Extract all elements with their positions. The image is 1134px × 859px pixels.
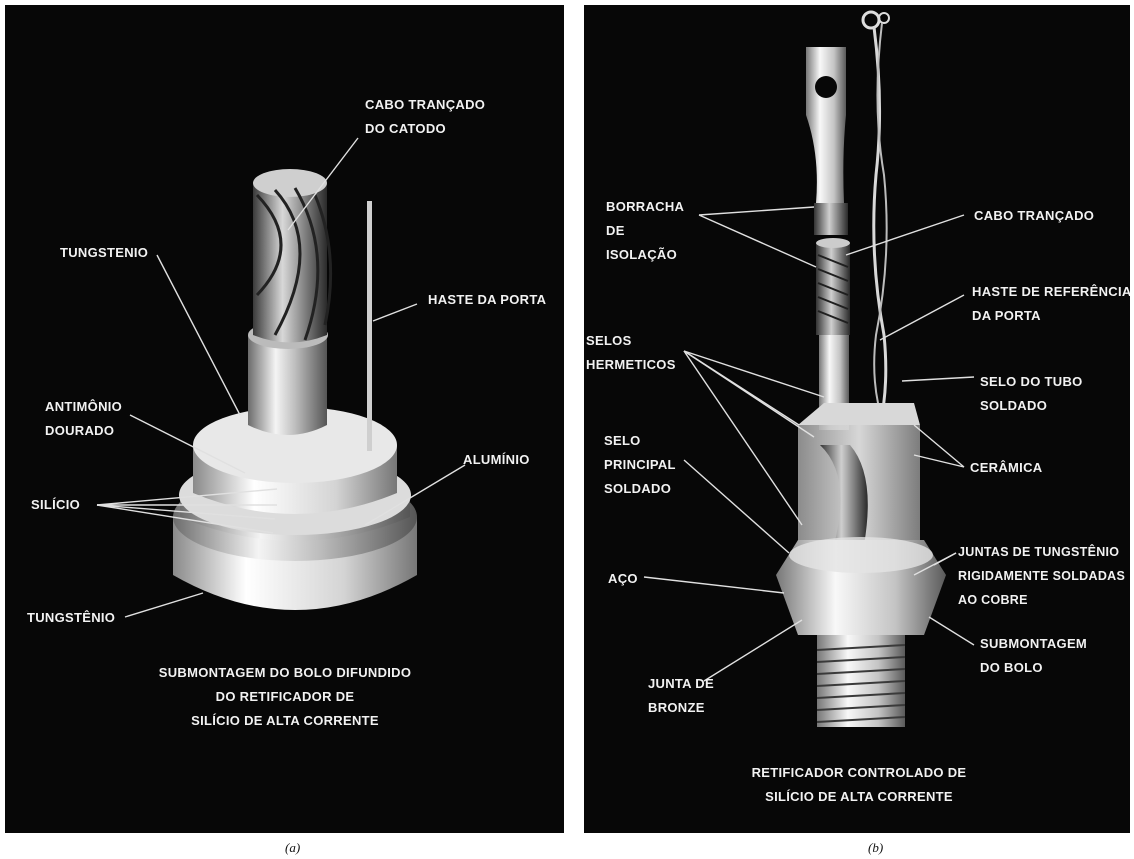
panel-a-diode-submount: CABO TRANÇADO DO CATODO TUNGSTENIO HASTE… [5,5,564,833]
label-aluminio: ALUMÍNIO [463,448,530,472]
panel-a-title: SUBMONTAGEM DO BOLO DIFUNDIDO DO RETIFIC… [150,661,420,733]
panel-b-controlled-rectifier: BORRACHA DE ISOLAÇÃO CABO TRANÇADO HASTE… [584,5,1130,833]
gate-lead-ring [863,12,879,28]
label-borracha-isolacao: BORRACHA DE ISOLAÇÃO [606,195,684,267]
label-haste-referencia-porta: HASTE DE REFERÊNCIA DA PORTA [972,280,1130,328]
label-aco: AÇO [608,567,638,591]
panel-b-title: RETIFICADOR CONTROLADO DE SILÍCIO DE ALT… [734,761,984,809]
label-junta-bronze: JUNTA DE BRONZE [648,672,714,720]
lug-hole [815,76,837,98]
label-tungstenio-bottom: TUNGSTÊNIO [27,606,115,630]
rubber-insulation-upper [814,203,848,235]
tungsten-stem [248,335,327,435]
label-antimonio-dourado: ANTIMÔNIO DOURADO [45,395,122,443]
label-tungstenio-top: TUNGSTENIO [60,241,148,265]
label-ceramica: CERÂMICA [970,456,1042,480]
label-juntas-tungstenio: JUNTAS DE TUNGSTÊNIO RIGIDAMENTE SOLDADA… [958,540,1125,612]
label-silicio: SILÍCIO [31,493,80,517]
label-selos-hermeticos: SELOS HERMETICOS [586,329,676,377]
caption-a: (a) [285,840,300,856]
terminal-lug [806,47,846,203]
label-cabo-trancado-catodo: CABO TRANÇADO DO CATODO [365,93,485,141]
label-selo-tubo-soldado: SELO DO TUBO SOLDADO [980,370,1083,418]
label-cabo-trancado: CABO TRANÇADO [974,204,1094,228]
caption-b: (b) [868,840,883,856]
gate-rod [367,201,372,451]
label-haste-da-porta: HASTE DA PORTA [428,288,546,312]
label-selo-principal-soldado: SELO PRINCIPAL SOLDADO [604,429,676,501]
braided-cathode-cable [253,183,327,343]
label-submontagem-bolo: SUBMONTAGEM DO BOLO [980,632,1087,680]
